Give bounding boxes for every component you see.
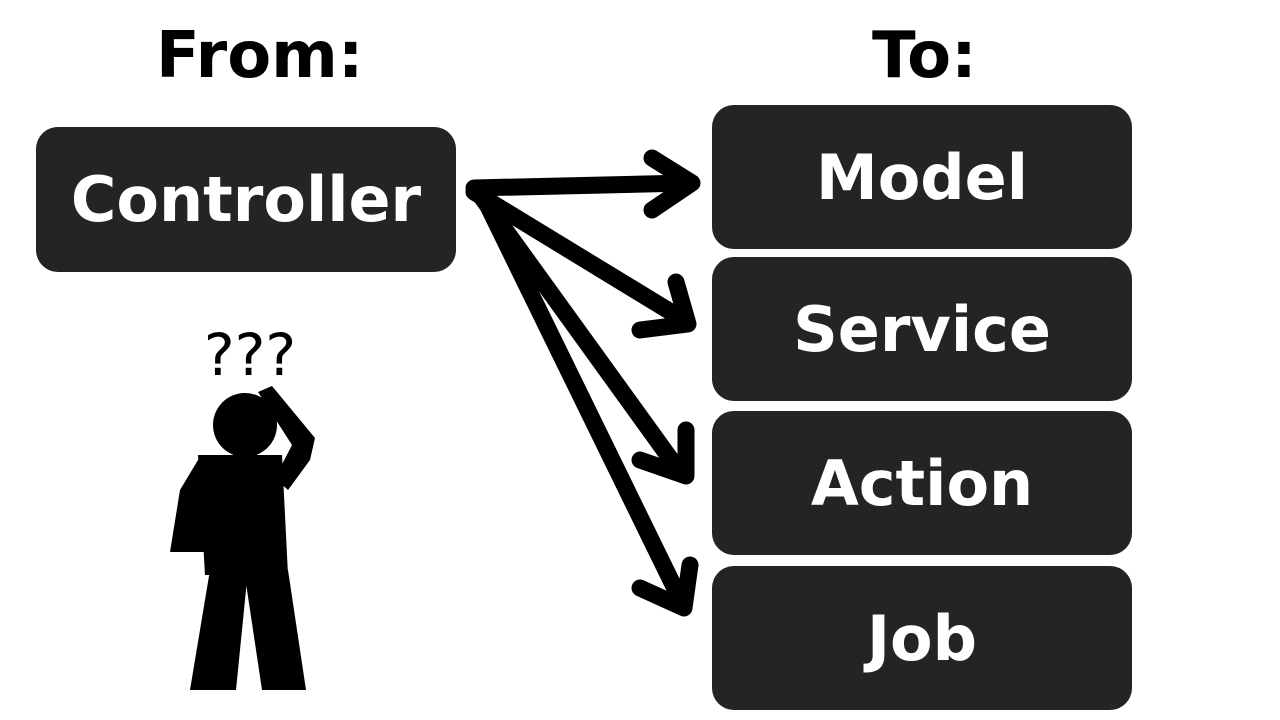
arrow-to-service — [465, 183, 697, 339]
from-heading: From: — [156, 19, 364, 93]
question-marks: ??? — [204, 321, 296, 389]
arrow-to-job — [475, 189, 699, 617]
person-left-arm — [170, 460, 210, 552]
person-right-leg — [244, 570, 306, 690]
model-box: Model — [712, 105, 1132, 249]
to-heading: To: — [872, 19, 977, 93]
person-arm — [258, 386, 315, 490]
service-box: Service — [712, 257, 1132, 401]
person-left-leg — [190, 570, 248, 690]
person-head — [213, 393, 277, 457]
person-torso — [198, 455, 288, 575]
job-box: Job — [712, 566, 1132, 710]
controller-box: Controller — [36, 127, 456, 272]
action-box: Action — [712, 411, 1132, 555]
confused-person-icon: ??? — [170, 321, 315, 690]
arrow-to-model — [465, 149, 701, 219]
